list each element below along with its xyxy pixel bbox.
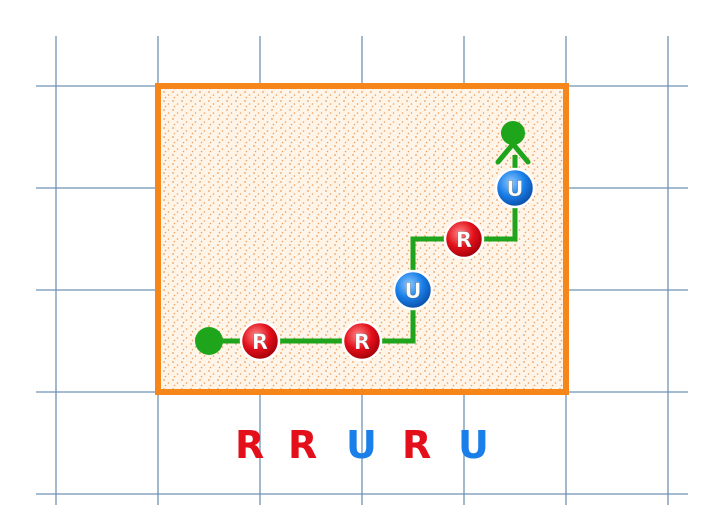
- step-badge-circle: [494, 167, 536, 209]
- end-arrow-icon: [495, 121, 531, 165]
- step-badge-up: U: [494, 167, 536, 209]
- step-badge-label: U: [506, 177, 523, 201]
- sequence-letter-2: R: [288, 423, 318, 467]
- step-badge-circle: [239, 320, 281, 362]
- step-badge-up: U: [392, 269, 434, 311]
- step-badge-label: R: [456, 228, 472, 252]
- move-sequence: R R U R U: [215, 420, 515, 470]
- step-badge-right: R: [443, 218, 485, 260]
- step-badge-label: R: [252, 330, 268, 354]
- arrowhead-icon: [495, 141, 531, 165]
- step-badge-label: R: [354, 330, 370, 354]
- sequence-letter-5: U: [458, 423, 489, 467]
- step-badges: R R U R U: [239, 167, 536, 362]
- step-badge-label: U: [404, 279, 421, 303]
- start-point-icon: [195, 327, 223, 355]
- step-badge-right: R: [341, 320, 383, 362]
- sequence-letter-3: U: [346, 423, 377, 467]
- end-point-icon: [501, 121, 525, 145]
- step-badge-right: R: [239, 320, 281, 362]
- step-badge-circle: [443, 218, 485, 260]
- sequence-letter-1: R: [235, 423, 265, 467]
- step-badge-circle: [392, 269, 434, 311]
- step-badge-circle: [341, 320, 383, 362]
- sequence-letter-4: R: [402, 423, 432, 467]
